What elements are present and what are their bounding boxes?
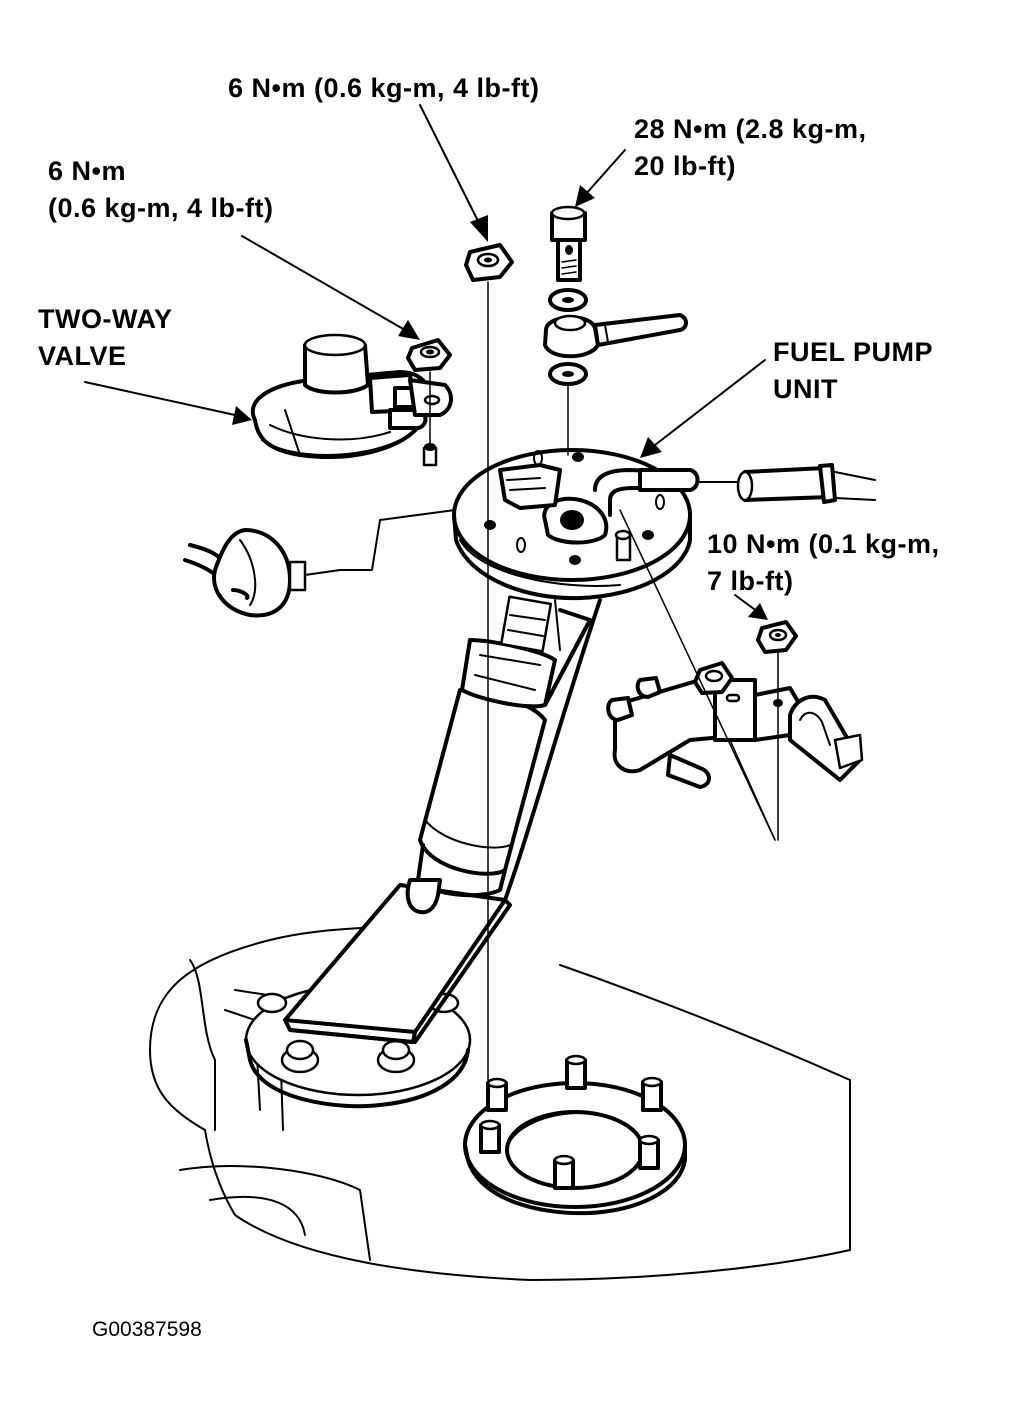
sealing-washer-upper (548, 288, 588, 312)
fuel-pump-unit-plate (452, 448, 700, 601)
stud (479, 1119, 501, 1154)
fuel-pump (405, 595, 602, 915)
tank-mounting-ring (463, 1054, 687, 1216)
two-way-valve-label-line1: TWO-WAY (38, 304, 173, 334)
flange-nut-top (464, 243, 514, 282)
leader-arrows (84, 104, 768, 620)
left-nut-torque-label-line1: 6 N•m (48, 156, 126, 186)
banjo-bolt-torque-label-line2: 20 lb-ft) (634, 151, 736, 181)
stud (486, 1077, 508, 1112)
figure-id: G00387598 (92, 1318, 202, 1341)
fuel-pump-unit-label-line1: FUEL PUMP (773, 337, 934, 367)
stud (641, 1076, 663, 1112)
alignment-lines (429, 281, 779, 1081)
stud (553, 1154, 575, 1190)
banjo-fitting (543, 313, 688, 359)
banjo-bolt (550, 205, 587, 282)
two-way-valve-label-line2: VALVE (38, 341, 127, 371)
fuel-hose (699, 463, 876, 504)
hose-bracket (606, 676, 864, 789)
flange-nut-left (406, 338, 452, 372)
bracket-nut-on-bracket (693, 661, 734, 695)
bracket-nut-torque-label-line1: 10 N•m (0.1 kg-m, (707, 529, 940, 559)
banjo-bolt-torque-label-line1: 28 N•m (2.8 kg-m, (634, 114, 867, 144)
left-nut-torque-label-line2: (0.6 kg-m, 4 lb-ft) (48, 193, 274, 223)
top-nut-torque-label: 6 N•m (0.6 kg-m, 4 lb-ft) (228, 73, 540, 103)
fuel-pump-unit-label-line2: UNIT (773, 374, 838, 404)
bracket-nut-torque-label-line2: 7 lb-ft) (707, 566, 794, 596)
stud (638, 1134, 660, 1170)
fuel-strainer (283, 883, 512, 1044)
sealing-washer-lower (548, 362, 588, 386)
stud (565, 1054, 587, 1090)
electrical-connector (183, 509, 456, 618)
two-way-valve (251, 333, 453, 467)
bracket-nut (756, 620, 798, 654)
